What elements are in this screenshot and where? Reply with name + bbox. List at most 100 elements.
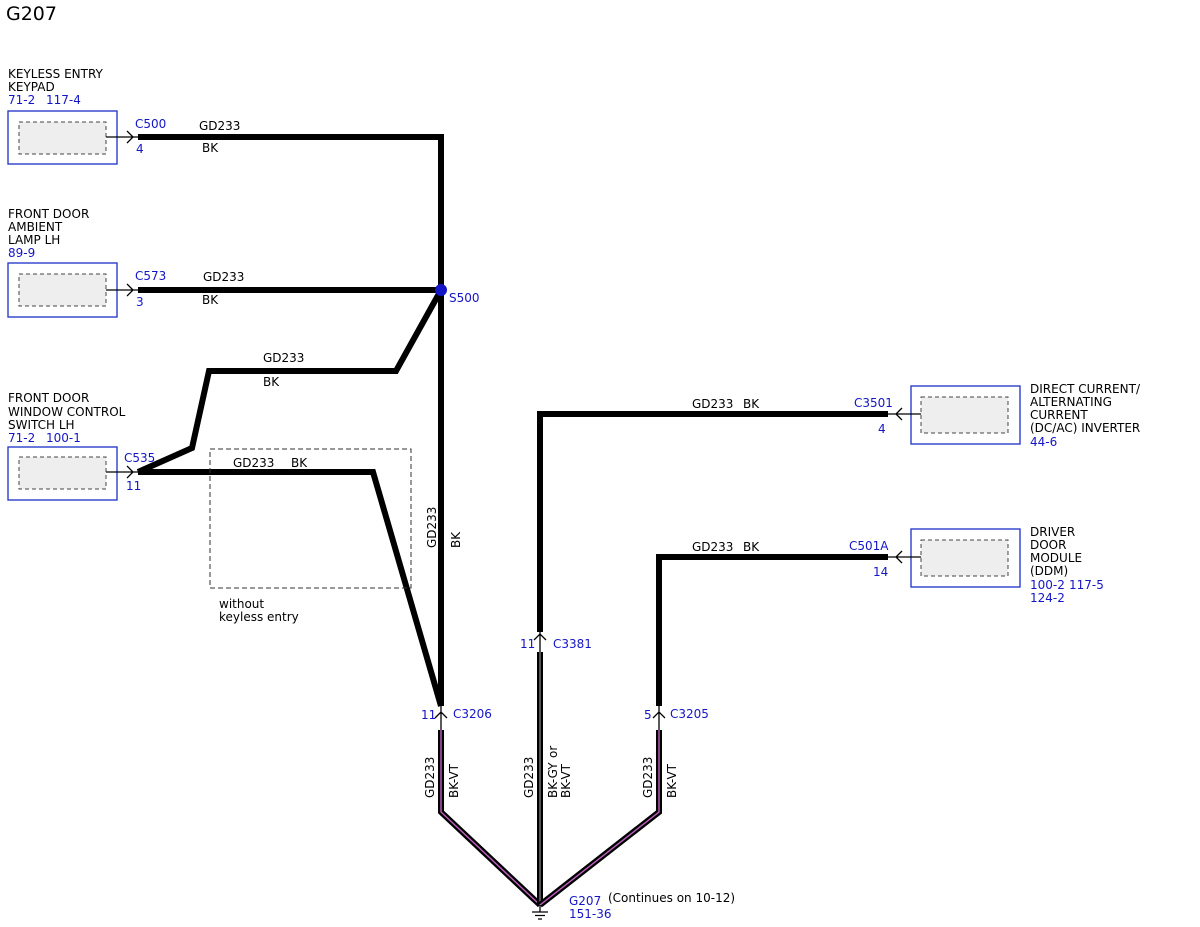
diagram-title: G207 bbox=[6, 3, 57, 25]
keypad-name-line-1: KEYLESS ENTRY bbox=[8, 67, 104, 81]
wire-c535-color: BK bbox=[263, 375, 280, 389]
ddm-ref-1: 100-2 bbox=[1030, 578, 1065, 592]
component-inverter: C3501 4 DIRECT CURRENT/ ALTERNATING CURR… bbox=[692, 382, 1141, 449]
wire-c3205-color: BK-VT bbox=[665, 763, 679, 798]
wire-c501a-c3205 bbox=[656, 554, 888, 706]
wire-opt-color: BK bbox=[291, 456, 308, 470]
splice-s500-dot bbox=[435, 284, 447, 296]
connector-c573-pin: 3 bbox=[136, 295, 144, 309]
keypad-name-line-2: KEYPAD bbox=[8, 80, 55, 94]
wire-c3381-circuit: GD233 bbox=[522, 757, 536, 798]
ddm-name-line-2: DOOR bbox=[1030, 538, 1066, 552]
lamp-name-line-2: AMBIENT bbox=[8, 220, 63, 234]
wire-c3205-g207 bbox=[538, 730, 662, 908]
component-keyless-keypad: KEYLESS ENTRY KEYPAD 71-2 117-4 C500 4 G… bbox=[7, 67, 240, 165]
wire-c500-color: BK bbox=[202, 141, 219, 155]
connector-c501a-symbol bbox=[888, 550, 921, 564]
wire-c3206-color: BK-VT bbox=[447, 763, 461, 798]
switch-ref-1: 71-2 bbox=[8, 431, 35, 445]
wire-opt-circuit: GD233 bbox=[233, 456, 274, 470]
wire-c3501-color: BK bbox=[743, 397, 760, 411]
keypad-ref-2: 117-4 bbox=[46, 93, 81, 107]
ddm-ref-2: 117-5 bbox=[1069, 578, 1104, 592]
ground-ref: 151-36 bbox=[569, 907, 612, 921]
wire-c3381-or: or bbox=[546, 746, 560, 758]
ddm-name-line-4: (DDM) bbox=[1030, 564, 1068, 578]
keypad-ref-1: 71-2 bbox=[8, 93, 35, 107]
wire-c573-color: BK bbox=[202, 293, 219, 307]
wire-c535-circuit: GD233 bbox=[263, 351, 304, 365]
component-window-switch: FRONT DOOR WINDOW CONTROL SWITCH LH 71-2… bbox=[7, 351, 308, 501]
splice-s500-label: S500 bbox=[449, 291, 480, 305]
wire-s500-circuit: GD233 bbox=[425, 507, 439, 548]
connector-c535-pin: 11 bbox=[126, 479, 141, 493]
lamp-ref-1: 89-9 bbox=[8, 246, 35, 260]
wire-c501a-circuit: GD233 bbox=[692, 540, 733, 554]
ddm-inner bbox=[920, 539, 1009, 577]
wire-s500-color: BK bbox=[449, 531, 463, 548]
wire-c3206-g207 bbox=[438, 730, 543, 908]
component-ambient-lamp: FRONT DOOR AMBIENT LAMP LH 89-9 C573 3 G… bbox=[7, 207, 244, 318]
connector-c3205-pin: 5 bbox=[644, 708, 652, 722]
switch-name-line-3: SWITCH LH bbox=[8, 418, 75, 432]
ground-icon bbox=[532, 905, 548, 920]
connector-c3205-id: C3205 bbox=[670, 707, 709, 721]
connector-c573-id: C573 bbox=[135, 269, 166, 283]
connector-c501a-pin: 14 bbox=[873, 565, 888, 579]
connector-c3501-id: C3501 bbox=[854, 396, 893, 410]
wire-c3501-c3381 bbox=[537, 411, 888, 632]
connector-c535-id: C535 bbox=[124, 451, 155, 465]
wire-c573-circuit: GD233 bbox=[203, 270, 244, 284]
wire-c500-s500 bbox=[138, 134, 444, 290]
ddm-name-line-3: MODULE bbox=[1030, 551, 1082, 565]
connector-c3501-pin: 4 bbox=[878, 422, 886, 436]
inverter-inner bbox=[920, 396, 1009, 434]
wire-c535-c3206-no-keyless bbox=[138, 469, 444, 707]
connector-c3205: 5 C3205 bbox=[644, 704, 709, 730]
wire-c3501-circuit: GD233 bbox=[692, 397, 733, 411]
wire-c535-s500 bbox=[136, 288, 444, 475]
ground-id: G207 bbox=[569, 894, 601, 908]
ddm-ref-3: 124-2 bbox=[1030, 591, 1065, 605]
connector-c3205-symbol bbox=[652, 704, 666, 730]
connector-c3381-id: C3381 bbox=[553, 637, 592, 651]
connector-c501a-id: C501A bbox=[849, 539, 889, 553]
connector-c3381: 11 C3381 bbox=[520, 628, 592, 652]
ground-g207: G207 151-36 (Continues on 10-12) bbox=[532, 891, 735, 921]
wire-c501a-color: BK bbox=[743, 540, 760, 554]
wire-c3206-circuit: GD233 bbox=[423, 757, 437, 798]
lamp-name-line-1: FRONT DOOR bbox=[8, 207, 89, 221]
connector-c3206-id: C3206 bbox=[453, 707, 492, 721]
connector-c3206-pin: 11 bbox=[421, 708, 436, 722]
wire-c500-circuit: GD233 bbox=[199, 119, 240, 133]
connector-c3501-symbol bbox=[888, 407, 921, 421]
switch-name-line-2: WINDOW CONTROL bbox=[8, 405, 126, 419]
keypad-inner bbox=[18, 121, 107, 155]
inverter-name-line-2: ALTERNATING bbox=[1030, 395, 1112, 409]
connector-c573-symbol bbox=[106, 283, 138, 297]
connector-c3206-symbol bbox=[434, 704, 448, 730]
ddm-name-line-1: DRIVER bbox=[1030, 525, 1075, 539]
switch-ref-2: 100-1 bbox=[46, 431, 81, 445]
connector-c500-id: C500 bbox=[135, 117, 166, 131]
wire-c3381-color-2: BK-VT bbox=[559, 763, 573, 798]
option-box bbox=[209, 448, 412, 589]
wire-c3381-color-1: BK-GY bbox=[546, 762, 560, 798]
option-note-line-1: without bbox=[219, 597, 264, 611]
connector-c3381-symbol bbox=[533, 628, 547, 652]
option-note-line-2: keyless entry bbox=[219, 610, 299, 624]
ground-note: (Continues on 10-12) bbox=[608, 891, 735, 905]
switch-inner bbox=[18, 456, 107, 490]
inverter-name-line-1: DIRECT CURRENT/ bbox=[1030, 382, 1141, 396]
component-ddm: C501A 14 DRIVER DOOR MODULE (DDM) 100-2 … bbox=[692, 525, 1104, 605]
connector-c3206: 11 C3206 bbox=[421, 704, 492, 730]
connector-c500-symbol bbox=[106, 130, 138, 144]
connector-c3381-pin: 11 bbox=[520, 637, 535, 651]
wire-c3205-circuit: GD233 bbox=[641, 757, 655, 798]
inverter-name-line-3: CURRENT bbox=[1030, 408, 1088, 422]
connector-c500-pin: 4 bbox=[136, 142, 144, 156]
connector-c535-symbol bbox=[106, 465, 138, 479]
lamp-name-line-3: LAMP LH bbox=[8, 233, 60, 247]
